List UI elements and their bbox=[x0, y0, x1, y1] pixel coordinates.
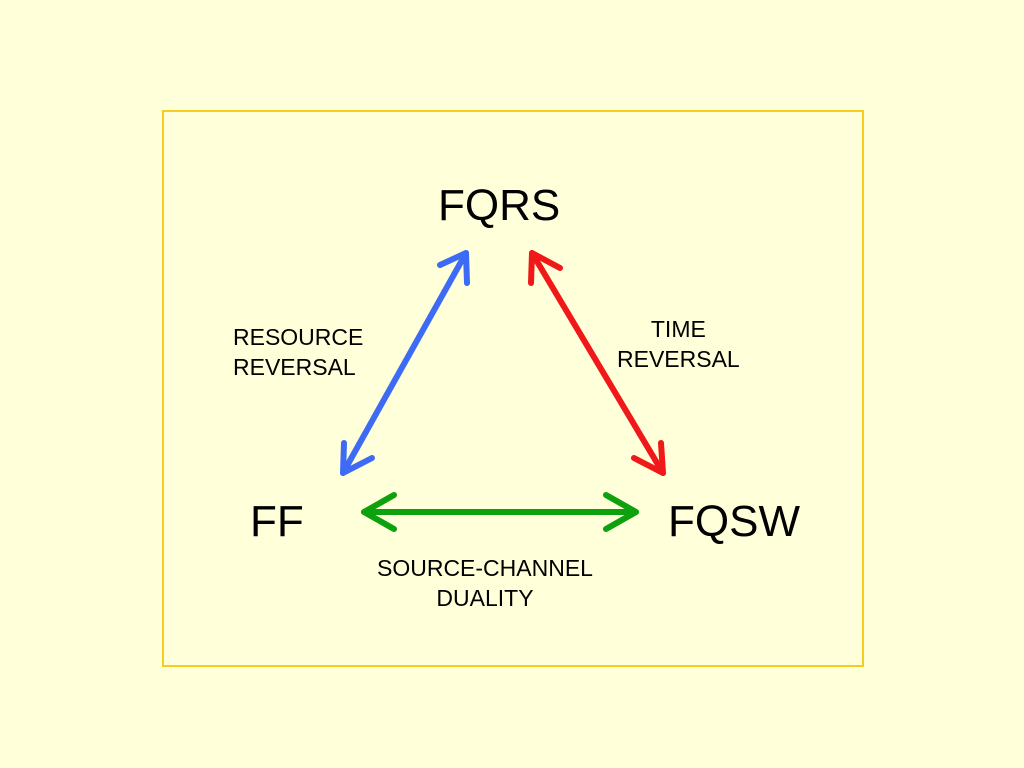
time-reversal-label: TIME REVERSAL bbox=[617, 314, 740, 374]
node-fqsw: FQSW bbox=[668, 497, 800, 546]
node-fqrs: FQRS bbox=[438, 181, 561, 230]
node-ff: FF bbox=[250, 497, 304, 546]
time-reversal-label-line1: TIME bbox=[650, 316, 706, 342]
resource-reversal-label-line1: RESOURCE bbox=[233, 324, 364, 350]
diagram-frame bbox=[162, 110, 864, 667]
time-reversal-arrow bbox=[528, 250, 666, 476]
source-channel-duality-label: SOURCE-CHANNEL DUALITY bbox=[377, 553, 593, 613]
source-channel-duality-arrow bbox=[361, 492, 639, 532]
source-channel-duality-label-line1: SOURCE-CHANNEL bbox=[377, 555, 593, 581]
source-channel-duality-label-line2: DUALITY bbox=[436, 585, 534, 611]
time-reversal-label-line2: REVERSAL bbox=[617, 346, 740, 372]
resource-reversal-arrow bbox=[340, 250, 470, 476]
resource-reversal-label: RESOURCE REVERSAL bbox=[233, 322, 363, 382]
resource-reversal-label-line2: REVERSAL bbox=[233, 354, 356, 380]
